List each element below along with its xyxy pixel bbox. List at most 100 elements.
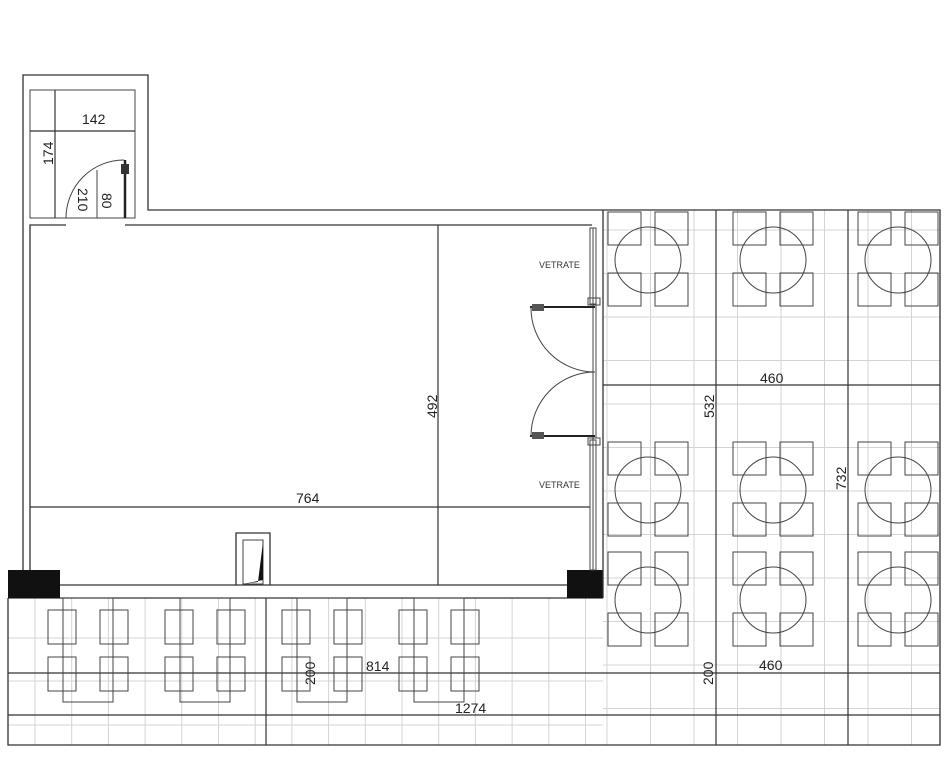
chair — [654, 211, 689, 246]
chair — [732, 441, 767, 476]
service-room: 142 174 210 80 — [22, 74, 603, 570]
chair — [99, 656, 129, 692]
label-460-top: 460 — [760, 370, 784, 386]
door-swing-right — [530, 371, 596, 437]
chair — [779, 441, 814, 476]
label-814: 814 — [366, 658, 390, 674]
chair — [654, 502, 689, 537]
chimney — [235, 532, 271, 585]
round-table-set — [857, 551, 939, 647]
chair — [654, 441, 689, 476]
round-table — [739, 566, 807, 634]
chair — [857, 272, 892, 307]
chair — [450, 609, 480, 645]
chair — [333, 656, 363, 692]
chair — [904, 551, 939, 586]
chair — [607, 211, 642, 246]
round-table-set — [732, 211, 814, 307]
label-174: 174 — [40, 141, 56, 165]
chair — [779, 551, 814, 586]
main-room: 492 764 VETRATE VETRATE — [8, 225, 603, 599]
door-swing — [65, 159, 125, 219]
label-732: 732 — [833, 466, 849, 490]
round-table-set — [732, 551, 814, 647]
rect-table-set — [398, 597, 480, 703]
rect-table — [296, 597, 348, 703]
chair — [732, 272, 767, 307]
chair — [47, 656, 77, 692]
label-532: 532 — [701, 394, 717, 418]
chair — [654, 272, 689, 307]
chair — [779, 612, 814, 647]
chair — [164, 656, 194, 692]
chair — [904, 441, 939, 476]
chair — [654, 551, 689, 586]
rect-table-set — [164, 597, 246, 703]
chair — [779, 272, 814, 307]
chair — [607, 612, 642, 647]
door-swing-left — [530, 306, 596, 373]
chair — [732, 502, 767, 537]
facade: VETRATE VETRATE — [530, 227, 601, 571]
chair — [857, 502, 892, 537]
paving-grid — [8, 210, 940, 745]
round-table-set — [607, 211, 689, 307]
chair — [333, 609, 363, 645]
chair — [904, 211, 939, 246]
round-table — [739, 226, 807, 294]
round-table-set — [857, 211, 939, 307]
label-vetrate-bottom: VETRATE — [539, 480, 580, 490]
chair — [607, 441, 642, 476]
round-table — [614, 456, 682, 524]
chair — [164, 609, 194, 645]
chair — [779, 211, 814, 246]
label-492: 492 — [424, 394, 440, 418]
terraces: 460 532 732 200 200 814 460 1274 — [7, 209, 941, 746]
rect-table — [179, 597, 231, 703]
round-table-set — [607, 551, 689, 647]
round-table — [739, 456, 807, 524]
label-142: 142 — [82, 111, 106, 127]
chair — [732, 551, 767, 586]
chair — [607, 551, 642, 586]
rect-table — [413, 597, 465, 703]
chair — [607, 272, 642, 307]
rect-table — [62, 597, 114, 703]
chair — [857, 612, 892, 647]
rect-table-set — [281, 597, 363, 703]
label-460-bottom: 460 — [759, 657, 783, 673]
chair — [607, 502, 642, 537]
label-200-right: 200 — [700, 661, 716, 685]
chair — [281, 656, 311, 692]
pillar-right — [567, 570, 603, 598]
chair — [216, 656, 246, 692]
chair — [732, 612, 767, 647]
round-table-set — [732, 441, 814, 537]
round-table — [864, 456, 932, 524]
label-80: 80 — [99, 193, 115, 209]
rect-table-set — [47, 597, 129, 703]
chair — [904, 612, 939, 647]
chair — [904, 502, 939, 537]
chair — [904, 272, 939, 307]
chair — [732, 211, 767, 246]
chair — [654, 612, 689, 647]
chair — [216, 609, 246, 645]
round-table-set — [857, 441, 939, 537]
chair — [450, 656, 480, 692]
round-table — [864, 226, 932, 294]
round-table — [614, 566, 682, 634]
furniture — [47, 211, 939, 703]
round-table — [614, 226, 682, 294]
chair — [281, 609, 311, 645]
round-table-set — [607, 441, 689, 537]
label-1274: 1274 — [455, 700, 486, 716]
pillar-left — [8, 570, 60, 598]
label-210: 210 — [75, 188, 91, 212]
chair — [47, 609, 77, 645]
round-table — [864, 566, 932, 634]
chair — [857, 441, 892, 476]
label-vetrate-top: VETRATE — [539, 260, 580, 270]
chair — [398, 609, 428, 645]
